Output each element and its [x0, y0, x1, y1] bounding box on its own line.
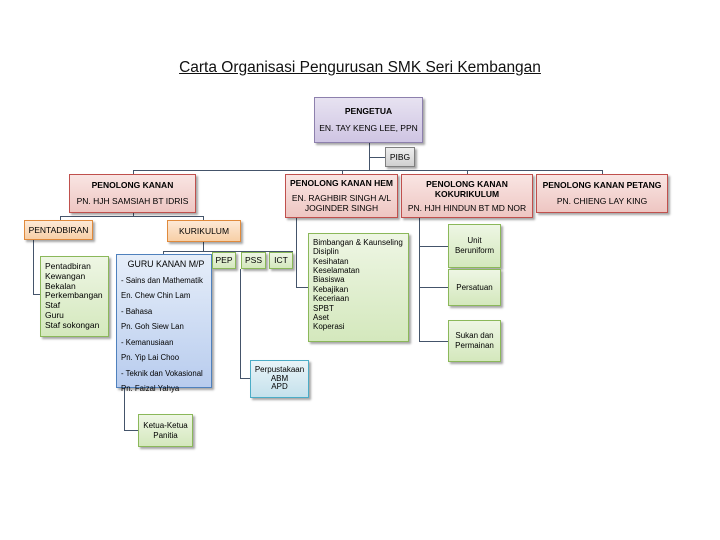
- penolong-kanan-name: PN. HJH SAMSIAH BT IDRIS: [76, 196, 189, 206]
- unit-beruniform-box: Unit Beruniform: [448, 224, 501, 268]
- pengetua-name: EN. TAY KENG LEE, PPN: [319, 123, 418, 133]
- pentadbiran-label: PENTADBIRAN: [28, 224, 89, 235]
- list-item: - Teknik dan Vokasional: [121, 368, 203, 378]
- list-item: Pn. Goh Siew Lan: [121, 322, 184, 332]
- penolong-kanan-koko-box: PENOLONG KANAN KOKURIKULUM PN. HJH HINDU…: [401, 174, 533, 218]
- pep-label: PEP: [215, 255, 233, 266]
- list-item: Sukan dan: [455, 331, 494, 341]
- connector: [369, 157, 385, 158]
- list-item: Pn. Faizal Yahya: [121, 384, 180, 394]
- pibg-box: PIBG: [385, 147, 415, 167]
- list-item: Keselamatan: [313, 266, 360, 276]
- ketua-panitia-box: Ketua-Ketua Panitia: [138, 414, 193, 447]
- list-item: Pn. Yip Lai Choo: [121, 353, 180, 363]
- list-item: Koperasi: [313, 322, 345, 332]
- connector: [33, 294, 40, 295]
- connector: [124, 430, 138, 431]
- penolong-kanan-hem-role: PENOLONG KANAN HEM: [290, 178, 393, 189]
- list-item: Ketua-Ketua: [143, 421, 188, 431]
- sukan-permainan-box: Sukan dan Permainan: [448, 320, 501, 362]
- connector: [163, 251, 293, 252]
- list-item: Kebajikan: [313, 284, 349, 294]
- pengetua-role: PENGETUA: [344, 106, 393, 117]
- penolong-kanan-koko-role: PENOLONG KANAN KOKURIKULUM: [426, 178, 508, 200]
- perpustakaan-box: Perpustakaan ABM APD: [250, 360, 309, 398]
- list-item: Perkembangan: [45, 290, 103, 301]
- list-item: Kesihatan: [313, 256, 349, 266]
- connector: [33, 240, 34, 295]
- list-item: Permainan: [455, 341, 494, 350]
- pibg-label: PIBG: [389, 151, 411, 162]
- connector: [419, 218, 420, 342]
- connector: [203, 216, 204, 220]
- connector: [240, 378, 250, 379]
- kurikulum-label: KURIKULUM: [178, 225, 230, 236]
- connector: [203, 242, 204, 252]
- penolong-kanan-role: PENOLONG KANAN: [91, 180, 174, 191]
- pentadbiran-box: PENTADBIRAN: [24, 220, 93, 240]
- list-item: Bimbangan & Kaunseling: [313, 238, 403, 247]
- list-item: Keceriaan: [313, 294, 350, 304]
- connector: [133, 213, 134, 217]
- connector: [124, 388, 125, 431]
- penolong-kanan-koko-name: PN. HJH HINDUN BT MD NOR: [407, 202, 527, 213]
- list-item: Disiplin: [313, 247, 339, 257]
- list-item: Pentadbiran: [45, 261, 91, 271]
- connector: [602, 170, 603, 174]
- penolong-kanan-petang-box: PENOLONG KANAN PETANG PN. CHIENG LAY KIN…: [536, 174, 668, 213]
- connector: [419, 341, 448, 342]
- connector: [163, 251, 164, 254]
- penolong-kanan-box: PENOLONG KANAN PN. HJH SAMSIAH BT IDRIS: [69, 174, 196, 213]
- hem-list: Bimbangan & Kaunseling Disiplin Kesihata…: [308, 233, 409, 342]
- pentadbiran-list: Pentadbiran Kewangan Bekalan Perkembanga…: [40, 256, 109, 337]
- connector: [419, 246, 448, 247]
- list-item: Bekalan: [45, 280, 76, 291]
- pss-label: PSS: [244, 255, 262, 266]
- list-item: - Sains dan Mathematik: [121, 275, 203, 285]
- connector: [133, 170, 603, 171]
- persatuan-box: Persatuan: [448, 269, 501, 306]
- connector: [296, 218, 297, 288]
- list-item: Guru: [45, 309, 64, 320]
- kurikulum-box: KURIKULUM: [167, 220, 241, 242]
- list-item: Aset: [313, 312, 330, 322]
- connector: [419, 287, 448, 288]
- connector: [296, 287, 308, 288]
- connector: [60, 216, 61, 220]
- list-item: - Bahasa: [121, 306, 153, 316]
- connector: [342, 170, 343, 174]
- list-item: Staf: [45, 300, 61, 311]
- list-item: Beruniform: [454, 246, 495, 255]
- list-item: APD: [271, 382, 288, 392]
- penolong-kanan-petang-role: PENOLONG KANAN PETANG: [542, 180, 662, 191]
- list-item: - Kemanusiaan: [121, 337, 174, 347]
- pep-box: PEP: [212, 252, 236, 269]
- ict-box: ICT: [269, 252, 293, 269]
- connector: [133, 170, 134, 174]
- guru-kanan-title: GURU KANAN M/P: [127, 259, 205, 269]
- list-item: Perpustakaan: [254, 364, 305, 374]
- list-item: Biasiswa: [313, 275, 345, 285]
- list-item: En. Chew Chin Lam: [121, 291, 191, 301]
- list-item: ABM: [270, 373, 289, 383]
- ict-label: ICT: [274, 255, 288, 266]
- connector: [60, 216, 204, 217]
- penolong-kanan-hem-name: EN. RAGHBIR SINGH A/L JOGINDER SINGH: [291, 192, 392, 214]
- guru-kanan-box: GURU KANAN M/P - Sains dan Mathematik En…: [116, 254, 212, 393]
- penolong-kanan-hem-box: PENOLONG KANAN HEM EN. RAGHBIR SINGH A/L…: [285, 174, 398, 218]
- connector: [467, 170, 468, 174]
- pengetua-box: PENGETUA EN. TAY KENG LEE, PPN: [314, 97, 423, 143]
- list-item: Persatuan: [456, 282, 493, 292]
- connector: [240, 269, 241, 379]
- list-item: Panitia: [153, 430, 178, 440]
- page-title: Carta Organisasi Pengurusan SMK Seri Kem…: [179, 59, 541, 76]
- penolong-kanan-petang-name: PN. CHIENG LAY KING: [556, 196, 648, 206]
- list-item: Kewangan: [45, 270, 86, 281]
- pss-box: PSS: [241, 252, 266, 269]
- list-item: Staf sokongan: [45, 319, 100, 330]
- list-item: Unit: [467, 236, 482, 246]
- list-item: SPBT: [313, 303, 334, 313]
